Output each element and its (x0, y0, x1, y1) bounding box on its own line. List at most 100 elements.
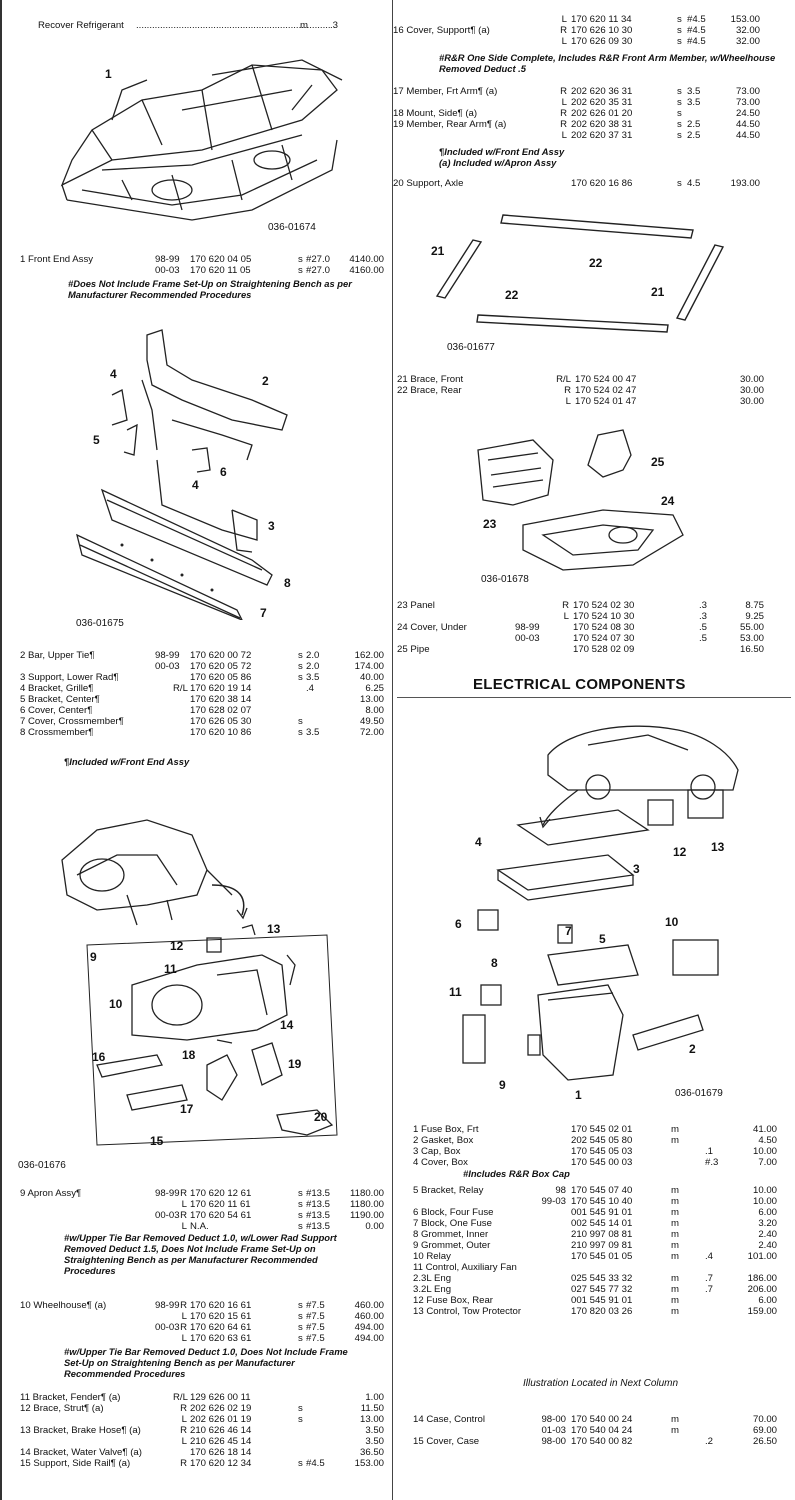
part-labor: #4.5 (687, 25, 706, 36)
part-desc: 17 Member, Frt Arm¶ (a) (393, 86, 498, 97)
callout-19: 19 (288, 1057, 302, 1071)
recover-refrigerant-row: Recover Refrigerant ....................… (38, 20, 383, 31)
callout-23: 23 (483, 517, 497, 531)
callout-11: 11 (449, 985, 462, 999)
part-desc: 16 Cover, Support¶ (a) (393, 25, 490, 36)
callout-12: 12 (673, 845, 687, 859)
part-flag: m (671, 1207, 679, 1218)
part-side: L (181, 1311, 187, 1322)
part-flag: m (671, 1425, 679, 1436)
part-number: 210 626 45 14 (190, 1436, 252, 1447)
callout-11: 11 (164, 962, 177, 976)
leader-dots: ........................................… (136, 20, 331, 31)
part-flag: s (298, 727, 303, 738)
part-number: 170 524 02 47 (575, 385, 637, 396)
part-price: 10.00 (752, 1146, 777, 1157)
part-price: 1180.00 (350, 1199, 384, 1210)
part-price: 2.40 (758, 1240, 777, 1251)
part-side: L (561, 14, 567, 25)
part-price: 1190.00 (350, 1210, 384, 1221)
part-price: 7.00 (758, 1157, 777, 1168)
part-side: L (181, 1436, 187, 1447)
part-desc: 15 Cover, Case (413, 1436, 480, 1447)
part-number: 170 540 00 82 (571, 1436, 633, 1447)
part-flag: s (298, 1300, 303, 1311)
part-labor: 3.5 (687, 97, 701, 108)
figure-id: 036-01679 (675, 1088, 723, 1099)
part-number: 170 620 11 61 (190, 1199, 251, 1210)
part-flag: s (298, 1221, 303, 1232)
part-price: 153.00 (730, 14, 760, 25)
part-number: 002 545 14 01 (571, 1218, 633, 1229)
callout-17: 17 (180, 1102, 194, 1116)
callout-15: 15 (150, 1134, 164, 1148)
part-desc: 6 Cover, Center¶ (20, 705, 93, 716)
part-price: 36.50 (359, 1447, 384, 1458)
part-flag: s (298, 716, 303, 727)
part-price: 460.00 (354, 1311, 384, 1322)
part-number: 170 545 00 03 (571, 1157, 633, 1168)
part-years: 98-99 (155, 254, 180, 265)
part-price: 13.00 (359, 694, 384, 705)
part-labor: #13.5 (306, 1188, 331, 1199)
part-flag: m (671, 1124, 679, 1135)
part-labor: 2.0 (306, 650, 320, 661)
part-flag: m (671, 1229, 679, 1240)
part-price: 494.00 (354, 1333, 384, 1344)
part-number: 170 620 04 05 (190, 254, 252, 265)
row-labor: .3 (330, 20, 339, 31)
note: #w/Upper Tie Bar Removed Deduct 1.0, Doe… (64, 1346, 348, 1379)
part-number: 170 524 02 30 (573, 600, 635, 611)
part-desc: 6 Block, Four Fuse (413, 1207, 494, 1218)
part-number: 170 626 09 30 (571, 36, 633, 47)
part-years: 00-03 (515, 633, 540, 644)
callout-9: 9 (90, 950, 97, 964)
part-labor: #.3 (705, 1157, 719, 1168)
part-number: 170 620 11 05 (190, 265, 251, 276)
part-side: R (180, 1458, 187, 1469)
part-number: 202 545 05 80 (571, 1135, 633, 1146)
part-labor: #13.5 (306, 1199, 331, 1210)
part-flag: s (677, 130, 682, 141)
part-number: 170 620 19 14 (190, 683, 252, 694)
section-heading: ELECTRICAL COMPONENTS (473, 676, 686, 693)
part-price: 153.00 (354, 1458, 384, 1469)
callout-3: 3 (633, 862, 640, 876)
part-desc: 2 Gasket, Box (413, 1135, 474, 1146)
part-desc: 4 Cover, Box (413, 1157, 468, 1168)
part-number: 170 540 04 24 (571, 1425, 633, 1436)
part-number: 170 620 63 61 (190, 1333, 252, 1344)
part-number: 202 620 36 31 (571, 86, 633, 97)
note: ¶Included w/Front End Assy (64, 756, 190, 767)
part-side: L (565, 396, 571, 407)
part-number: 170 620 10 86 (190, 727, 252, 738)
part-row: 11 Control, Auxiliary Fan (413, 1262, 791, 1273)
part-desc: 3 Cap, Box (413, 1146, 461, 1157)
part-number: 210 997 08 81 (571, 1229, 633, 1240)
part-number: N.A. (190, 1221, 209, 1232)
part-number: 170 620 05 86 (190, 672, 252, 683)
figure-id: 036-01678 (481, 574, 529, 585)
part-price: 70.00 (752, 1414, 777, 1425)
part-desc: 25 Pipe (397, 644, 430, 655)
part-side: R (180, 1300, 187, 1311)
callout-5: 5 (599, 932, 606, 946)
part-flag: s (677, 108, 682, 119)
